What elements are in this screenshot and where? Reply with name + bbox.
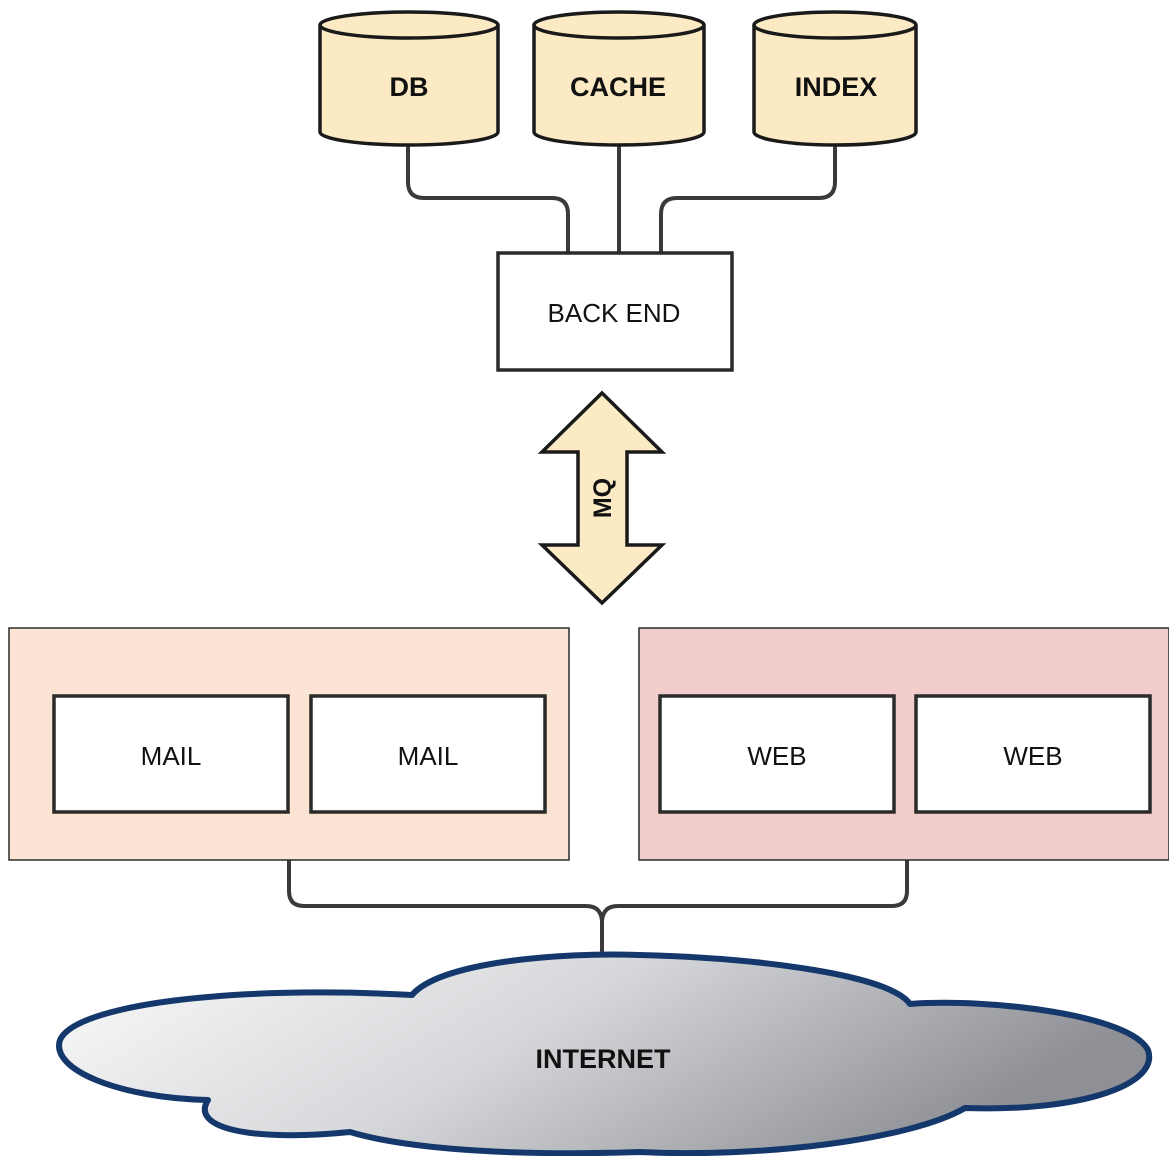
web-server-1-label: WEB [747, 741, 806, 771]
mail-server-1: MAIL [52, 694, 290, 814]
web-server-2-label: WEB [1003, 741, 1062, 771]
web-server-group: WEB WEB [638, 627, 1169, 861]
internet-label: INTERNET [536, 1044, 672, 1074]
mail-server-group: MAIL MAIL [8, 627, 570, 861]
index-label: INDEX [795, 72, 878, 102]
index-to-backend-connector [659, 146, 837, 254]
backend-node: BACK END [496, 251, 734, 372]
mail-server-2-label: MAIL [398, 741, 459, 771]
mail-server-1-label: MAIL [141, 741, 202, 771]
index-datastore: INDEX [752, 10, 918, 147]
db-to-backend-connector [406, 146, 570, 254]
web-group-to-internet-connector [600, 858, 909, 923]
web-server-2: WEB [914, 694, 1152, 814]
db-label: DB [390, 72, 429, 102]
mail-server-2: MAIL [309, 694, 547, 814]
db-datastore: DB [318, 10, 500, 147]
cache-label: CACHE [570, 72, 666, 102]
backend-label: BACK END [548, 298, 681, 328]
mq-double-arrow: MQ [537, 390, 667, 606]
internet-cloud: INTERNET [56, 951, 1153, 1156]
web-server-1: WEB [658, 694, 896, 814]
mq-label: MQ [589, 478, 617, 518]
mail-group-to-internet-connector [287, 858, 604, 957]
cache-datastore: CACHE [532, 10, 706, 147]
